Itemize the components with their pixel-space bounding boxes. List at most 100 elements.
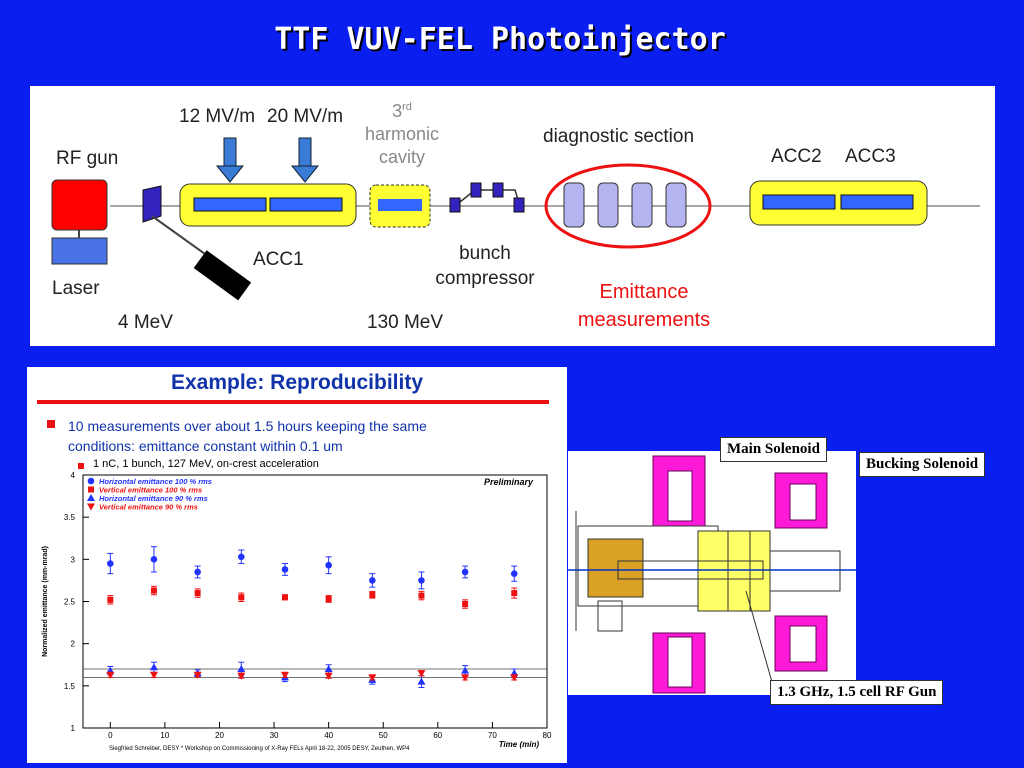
legend-entry: Vertical emittance 90 % rms bbox=[99, 503, 198, 512]
beamline-graphics bbox=[51, 137, 980, 301]
data-point bbox=[150, 556, 158, 563]
rf-gun-box bbox=[51, 179, 108, 231]
data-point bbox=[324, 672, 333, 680]
acc2-acc3-module bbox=[749, 180, 928, 226]
energy-130mev-label: 130 MeV bbox=[367, 312, 444, 333]
data-point bbox=[461, 666, 470, 674]
data-point bbox=[150, 587, 157, 594]
x-tick-label: 10 bbox=[160, 731, 169, 740]
data-point bbox=[106, 671, 115, 679]
harmonic-cavity-label: 3rd harmonic cavity bbox=[364, 101, 440, 167]
rf-cavity-cells bbox=[697, 530, 771, 612]
x-tick-label: 70 bbox=[488, 731, 497, 740]
emittance-ellipse bbox=[544, 163, 712, 249]
x-tick-label: 80 bbox=[543, 731, 552, 740]
y-tick-label: 2.5 bbox=[64, 598, 76, 607]
legend-entry: Horizontal emittance 90 % rms bbox=[99, 494, 208, 503]
data-point bbox=[417, 677, 426, 685]
y-tick-label: 1 bbox=[71, 724, 76, 733]
emittance-measurements-label: Emittance measurements bbox=[577, 281, 711, 331]
data-point bbox=[418, 592, 425, 599]
rf-gun-label: 1.3 GHz, 1.5 cell RF Gun bbox=[770, 680, 944, 705]
legend-entry: Horizontal emittance 100 % rms bbox=[99, 477, 212, 486]
screen-4 bbox=[665, 182, 687, 228]
data-point bbox=[238, 594, 245, 601]
plot-frame bbox=[82, 474, 548, 729]
data-point bbox=[87, 477, 95, 485]
gun-cross-section bbox=[568, 455, 856, 694]
heading-rule bbox=[37, 400, 549, 404]
data-point bbox=[149, 663, 158, 671]
data-point bbox=[369, 577, 376, 584]
data-point bbox=[280, 671, 289, 679]
x-tick-label: 40 bbox=[324, 731, 333, 740]
dipole-magnet bbox=[142, 185, 162, 223]
laser-label: Laser bbox=[52, 278, 100, 299]
beamline-diagram: RF gun Laser 12 MV/m 20 MV/m 3rd harmoni… bbox=[30, 86, 995, 346]
spectrometer-dump bbox=[193, 250, 252, 301]
acc1-label: ACC1 bbox=[253, 249, 304, 270]
screen-2 bbox=[597, 182, 619, 228]
bunch-compressor-label: bunch compressor bbox=[435, 243, 535, 289]
data-point bbox=[107, 596, 114, 603]
data-point bbox=[510, 570, 518, 577]
repro-bullet-2: 1 nC, 1 bunch, 127 MeV, on-crest acceler… bbox=[93, 458, 319, 470]
y-tick-label: 4 bbox=[71, 471, 76, 480]
energy-4mev-label: 4 MeV bbox=[118, 312, 173, 333]
data-point bbox=[511, 590, 518, 597]
y-tick-label: 3 bbox=[71, 555, 76, 564]
repro-footer: Siegfried Schreiber, DESY * Workshop on … bbox=[109, 746, 410, 752]
x-tick-label: 30 bbox=[270, 731, 279, 740]
gradient-12-label: 12 MV/m bbox=[179, 106, 256, 127]
data-point bbox=[106, 560, 114, 567]
data-point bbox=[461, 674, 470, 682]
y-tick-label: 2 bbox=[71, 640, 76, 649]
diagnostic-section-label: diagnostic section bbox=[543, 126, 695, 147]
screen-3 bbox=[631, 182, 653, 228]
data-point bbox=[281, 566, 289, 573]
screen-1 bbox=[563, 182, 585, 228]
x-tick-label: 60 bbox=[433, 731, 442, 740]
data-point bbox=[369, 591, 376, 598]
y-tick-label: 3.5 bbox=[64, 513, 76, 522]
repro-bullet-1: 10 measurements over about 1.5 hours kee… bbox=[68, 418, 427, 454]
data-point bbox=[510, 674, 519, 682]
data-point bbox=[324, 664, 333, 672]
data-point bbox=[238, 553, 245, 561]
main-solenoid-label: Main Solenoid bbox=[720, 437, 827, 462]
x-tick-label: 0 bbox=[108, 731, 113, 740]
data-point bbox=[194, 568, 201, 576]
data-point bbox=[325, 561, 332, 569]
data-point bbox=[281, 594, 288, 601]
data-point bbox=[87, 494, 95, 501]
data-point bbox=[462, 601, 469, 608]
x-axis-label: Time (min) bbox=[499, 740, 540, 749]
gradient-20-label: 20 MV/m bbox=[267, 106, 344, 127]
laser-box bbox=[51, 237, 108, 265]
bullet-2 bbox=[78, 463, 84, 469]
reproducibility-panel: Example: Reproducibility 10 measurements… bbox=[27, 367, 567, 763]
data-point bbox=[325, 595, 332, 602]
data-point bbox=[461, 568, 469, 576]
preliminary-label: Preliminary bbox=[484, 477, 534, 487]
data-point bbox=[237, 664, 246, 672]
bunch-compressor bbox=[449, 182, 525, 213]
data-point bbox=[88, 486, 94, 493]
bullet-1 bbox=[47, 420, 55, 428]
y-tick-label: 1.5 bbox=[64, 682, 76, 691]
data-point bbox=[417, 670, 426, 678]
slide-title: TTF VUV-FEL Photoinjector bbox=[274, 22, 726, 57]
data-point bbox=[418, 577, 425, 584]
bucking-solenoid-label: Bucking Solenoid bbox=[859, 452, 986, 477]
data-point bbox=[87, 503, 95, 511]
x-tick-label: 50 bbox=[379, 731, 388, 740]
data-point bbox=[368, 674, 377, 682]
x-tick-label: 20 bbox=[215, 731, 224, 740]
acc2-label: ACC2 bbox=[771, 146, 822, 167]
legend-entry: Vertical emittance 100 % rms bbox=[99, 486, 202, 495]
data-point bbox=[237, 672, 246, 680]
acc1-module bbox=[179, 183, 357, 227]
data-point bbox=[193, 671, 202, 679]
rf-gun-label: RF gun bbox=[56, 148, 119, 169]
